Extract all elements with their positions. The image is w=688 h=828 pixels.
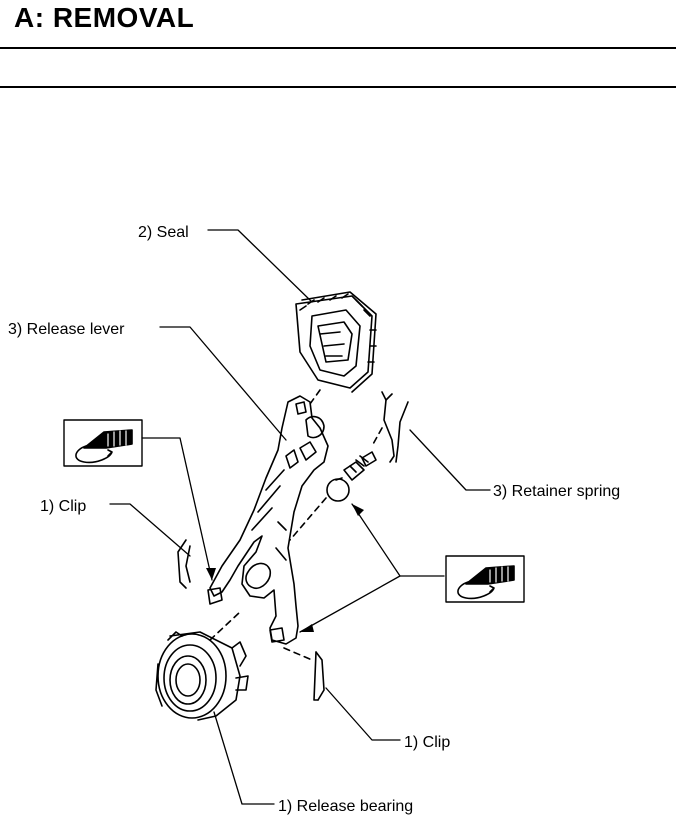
release-lever-part bbox=[207, 395, 329, 645]
release-bearing-part bbox=[155, 631, 249, 721]
right-clip-fit-line bbox=[283, 647, 313, 661]
header-rule-top bbox=[0, 47, 676, 49]
grease-application-icon bbox=[63, 419, 143, 467]
seal-label: 2) Seal bbox=[138, 224, 189, 241]
seal-part bbox=[295, 291, 377, 393]
right-clip-part bbox=[313, 651, 325, 701]
header-rule-bottom bbox=[0, 86, 676, 88]
grease-application-icon bbox=[445, 555, 525, 603]
left-clip-part bbox=[177, 539, 191, 589]
spring-fit-line bbox=[371, 427, 383, 447]
leader-arrowheads bbox=[206, 504, 364, 632]
retainer-spring-part bbox=[381, 391, 409, 463]
seal-fit-line bbox=[309, 389, 321, 405]
page-title: A: REMOVAL bbox=[14, 2, 195, 33]
pivot-fit-line bbox=[289, 497, 327, 541]
leader-lines bbox=[109, 229, 491, 805]
release-bearing-label: 1) Release bearing bbox=[278, 798, 413, 815]
release-lever-label: 3) Release lever bbox=[8, 321, 125, 338]
retainer-spring-label: 3) Retainer spring bbox=[493, 483, 620, 500]
clip-left-label: 1) Clip bbox=[40, 498, 86, 515]
clip-right-label: 1) Clip bbox=[404, 734, 450, 751]
bearing-fit-line bbox=[209, 611, 241, 641]
pivot-ball-part bbox=[326, 451, 377, 502]
